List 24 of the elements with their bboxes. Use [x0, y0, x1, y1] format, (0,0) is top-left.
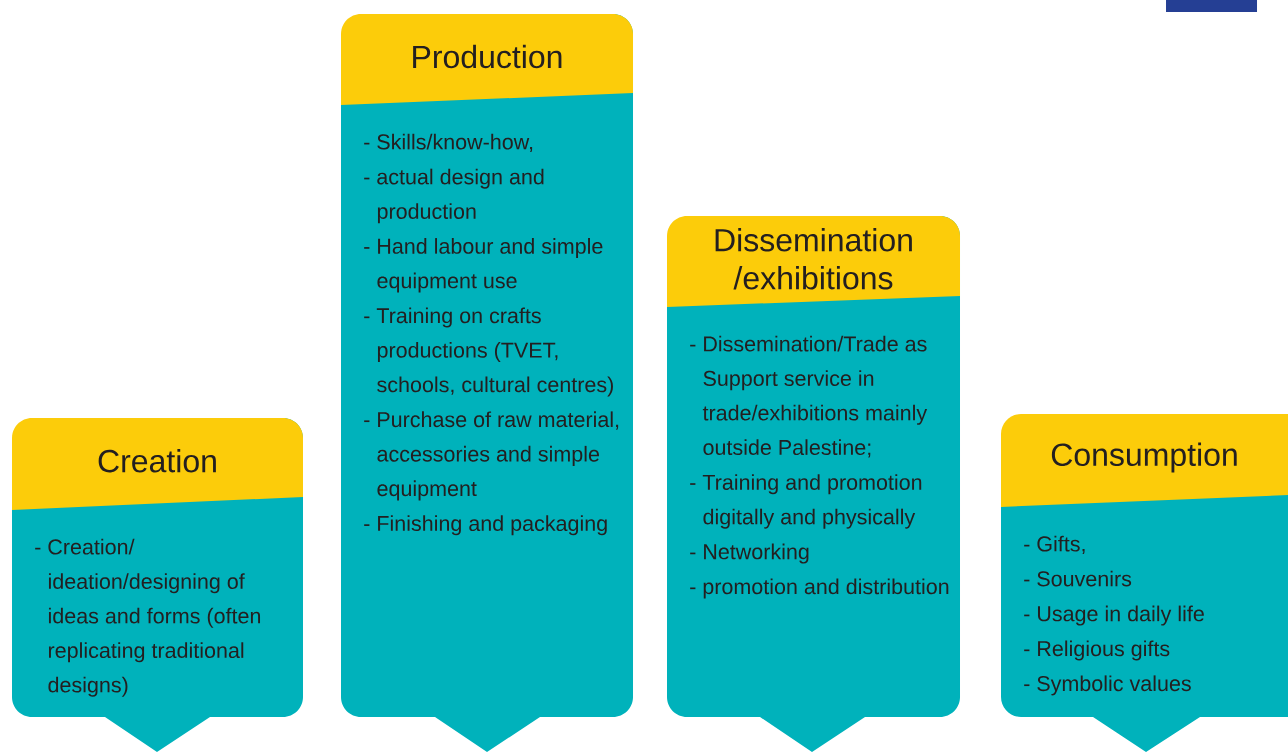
list-item: - Symbolic values — [1024, 675, 1191, 696]
list-item: - Networking — [690, 543, 809, 564]
card — [1001, 414, 1288, 752]
card-heading: Dissemination /exhibitions — [715, 228, 912, 290]
list-item: - Finishing and packaging — [364, 515, 607, 536]
list-item: - Religious gifts — [1024, 640, 1170, 661]
list-item: - Creation/ ideation/designing of ideas and forms (often replicating traditional designs) — [35, 538, 260, 697]
list-item: - Usage in daily life — [1024, 605, 1204, 626]
card-heading: Creation — [98, 449, 216, 473]
list-item: - Training on crafts productions (TVET, schools, cultural centres) — [364, 307, 613, 397]
card-heading: Consumption — [1051, 442, 1237, 473]
list-item: - actual design and production — [364, 168, 544, 224]
list-item: - Training and promotion digitally and physically — [690, 474, 922, 529]
list-item: - promotion and distribution — [690, 578, 949, 599]
card — [667, 216, 960, 752]
list-item: - Skills/know-how, — [364, 133, 533, 153]
list-item: - Purchase of raw material, accessories and simple equipment — [364, 411, 619, 501]
list-item: - Dissemination/Trade as Support service in trade/exhibitions mainly outside Palestine; — [690, 335, 928, 458]
card — [12, 418, 303, 752]
card — [341, 14, 633, 752]
list-item: - Gifts, — [1024, 535, 1085, 555]
list-item: - Hand labour and simple equipment use — [364, 238, 603, 293]
card-heading: Production — [413, 44, 562, 69]
list-item: - Souvenirs — [1024, 570, 1132, 587]
